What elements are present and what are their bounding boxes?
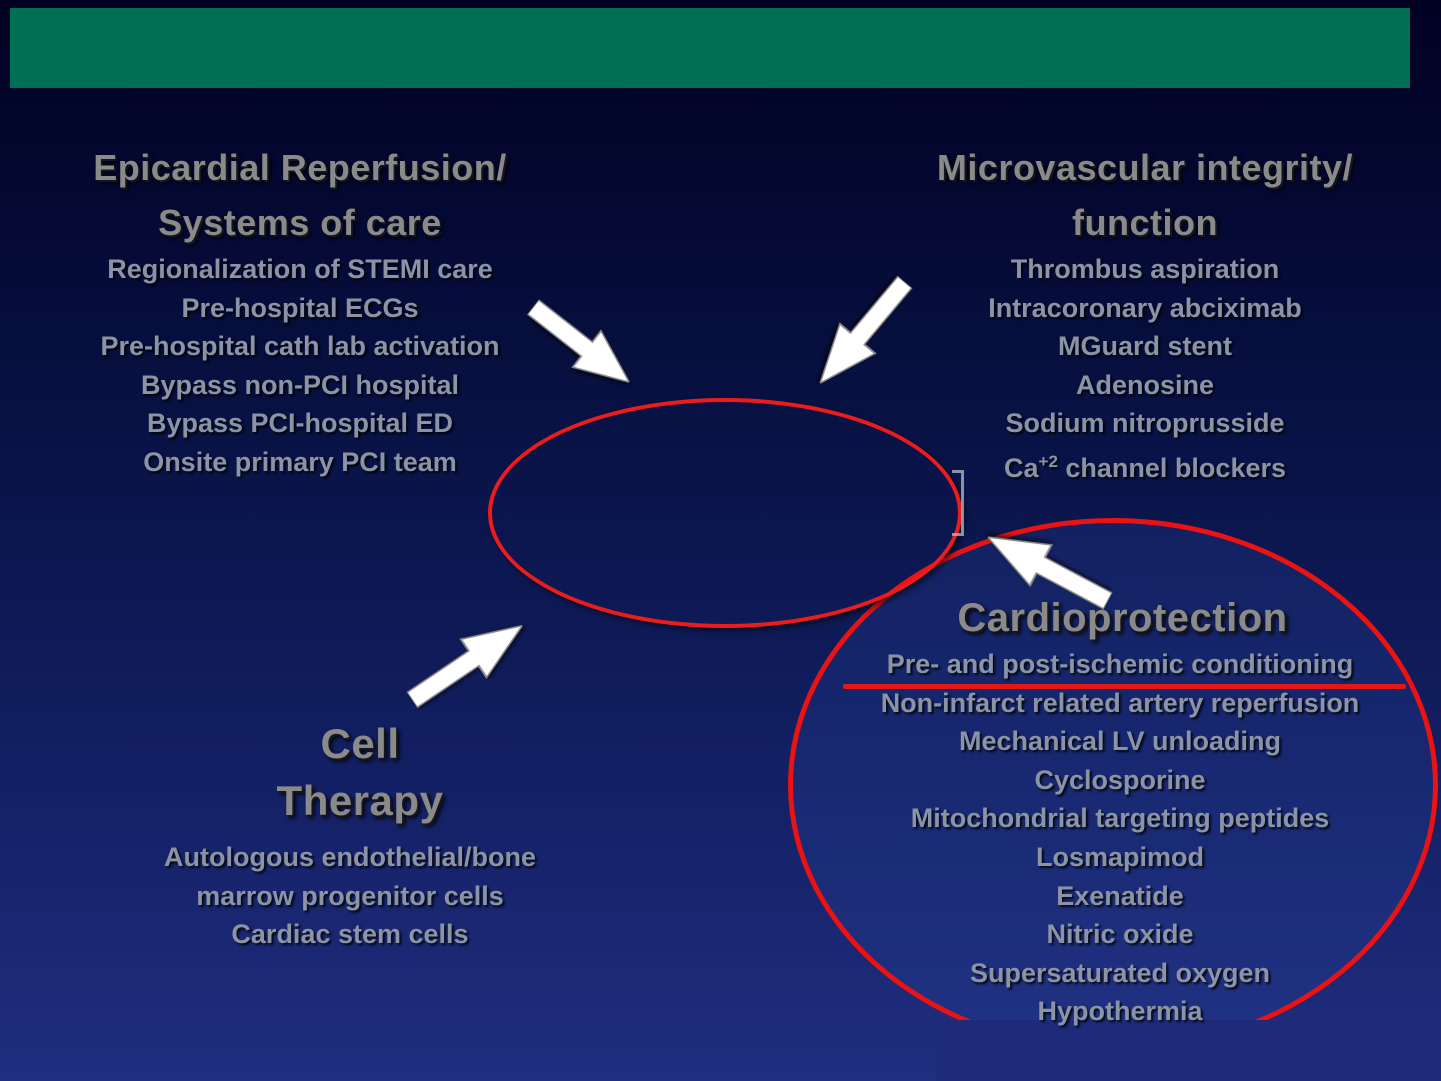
cardioprotection-title: Cardioprotection <box>957 596 1288 640</box>
list-item: Onsite primary PCI team <box>143 446 457 477</box>
list-item: Pre-hospital ECGs <box>181 292 419 323</box>
top-green-bar <box>10 8 1410 88</box>
list-item: Pre- and post-ischemic conditioning <box>886 649 1354 679</box>
list-item: Exenatide <box>1056 880 1184 911</box>
list-item: Non-infarct related artery reperfusion <box>880 687 1360 718</box>
list-item: Bypass non-PCI hospital <box>140 369 460 400</box>
list-item: Sodium nitroprusside <box>1005 408 1285 439</box>
cell-therapy-title-line1: Cell <box>320 720 400 767</box>
epicardial-list: Regionalization of STEMI care Pre-hospit… <box>20 250 580 482</box>
microvascular-title-line2: function <box>1072 202 1218 243</box>
microvascular-list: Thrombus aspiration Intracoronary abcixi… <box>860 250 1430 488</box>
list-item: Mitochondrial targeting peptides <box>910 803 1330 834</box>
bracket-mark <box>952 470 964 536</box>
cell-therapy-list: Autologous endothelial/bone marrow proge… <box>110 838 590 954</box>
list-item: Mechanical LV unloading <box>958 726 1282 757</box>
footer-bar <box>936 1020 1441 1081</box>
list-item: MGuard stent <box>1057 331 1232 362</box>
microvascular-title: Microvascular integrity/ function <box>860 140 1430 250</box>
list-item: Regionalization of STEMI care <box>107 254 493 284</box>
list-item: Supersaturated oxygen <box>969 957 1271 988</box>
list-item: Hypothermia <box>1037 996 1203 1027</box>
list-item: Intracoronary abciximab <box>988 292 1302 323</box>
list-item: Losmapimod <box>1035 841 1204 872</box>
list-item: Cyclosporine <box>1034 764 1206 795</box>
list-item: Cardiac stem cells <box>231 919 469 950</box>
list-item: Bypass PCI-hospital ED <box>146 408 454 439</box>
list-item: Thrombus aspiration <box>1010 254 1280 284</box>
arrow-down-right-icon <box>516 285 647 404</box>
list-item: Pre-hospital cath lab activation <box>100 331 500 362</box>
list-item: Autologous endothelial/bone <box>164 842 536 872</box>
arrow-down-left-icon <box>799 264 927 401</box>
cardioprotection-list: Pre- and post-ischemic conditioning Non-… <box>805 645 1435 1031</box>
cardioprotection-highlight-ellipse <box>788 518 1438 1052</box>
epicardial-title-line2: Systems of care <box>158 202 442 243</box>
red-underline <box>843 684 1406 689</box>
arrow-up-left-icon <box>975 512 1121 625</box>
list-item: marrow progenitor cells <box>196 880 504 911</box>
central-ellipse <box>488 398 962 628</box>
cell-therapy-title: Cell Therapy <box>130 715 590 829</box>
list-item: Adenosine <box>1075 369 1215 400</box>
arrow-up-right-icon <box>396 602 538 723</box>
cell-therapy-title-line2: Therapy <box>276 777 444 824</box>
microvascular-title-line1: Microvascular integrity/ <box>936 147 1354 188</box>
list-item-ca-channel-blockers: Ca+2 channel blockers <box>1004 451 1286 483</box>
list-item: Nitric oxide <box>1046 919 1194 950</box>
epicardial-title-line1: Epicardial Reperfusion/ <box>93 147 507 188</box>
epicardial-title: Epicardial Reperfusion/ Systems of care <box>20 140 580 250</box>
